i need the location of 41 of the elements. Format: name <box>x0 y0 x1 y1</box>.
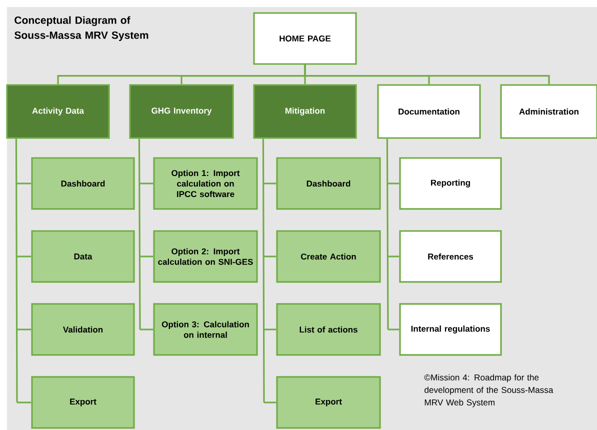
connector-line <box>264 256 276 258</box>
menu-box: GHG Inventory <box>129 84 234 139</box>
connector-line <box>386 138 389 330</box>
connector-line <box>264 328 276 330</box>
menu-box: Dashboard <box>276 157 381 210</box>
menu-box: Option 1: Import calculation on IPCC software <box>153 157 258 210</box>
menu-box: Mitigation <box>253 84 357 139</box>
menu-box: Administration <box>500 84 597 139</box>
connector-line <box>138 138 141 330</box>
connector-line <box>304 64 550 84</box>
connector-line <box>264 402 276 404</box>
menu-box: Export <box>31 376 135 429</box>
menu-box: Create Action <box>276 230 381 283</box>
menu-box: List of actions <box>276 303 381 356</box>
menu-box: HOME PAGE <box>253 12 357 65</box>
diagram-title: Conceptual Diagram of Souss-Massa MRV System <box>14 16 148 41</box>
connector-line <box>140 328 154 330</box>
connector-line <box>388 256 400 258</box>
connector-line <box>262 138 265 402</box>
connector-line <box>15 138 18 402</box>
menu-box: Reporting <box>399 157 502 210</box>
menu-box: Validation <box>31 303 135 356</box>
menu-box: Option 2: Import calculation on SNI-GES <box>153 230 258 283</box>
menu-box: Dashboard <box>31 157 135 210</box>
menu-box: Data <box>31 230 135 283</box>
connector-line <box>17 182 32 184</box>
connector-line <box>140 256 154 258</box>
menu-box: Export <box>276 376 381 429</box>
menu-box: Documentation <box>377 84 481 139</box>
connector-line <box>264 182 276 184</box>
connector-line <box>17 256 32 258</box>
connector-line <box>140 182 154 184</box>
menu-box: References <box>399 230 502 283</box>
connector-line <box>17 328 32 330</box>
connector-line <box>17 402 32 404</box>
connector-line <box>388 182 400 184</box>
menu-box: Activity Data <box>6 84 110 139</box>
caption-text: ©Mission 4: Roadmap for the development of the Souss-Massa MRV Web System <box>424 374 554 408</box>
connector-line <box>388 328 400 330</box>
menu-box: Option 3: Calculation on internal <box>153 303 258 356</box>
menu-box: Internal regulations <box>399 303 502 356</box>
